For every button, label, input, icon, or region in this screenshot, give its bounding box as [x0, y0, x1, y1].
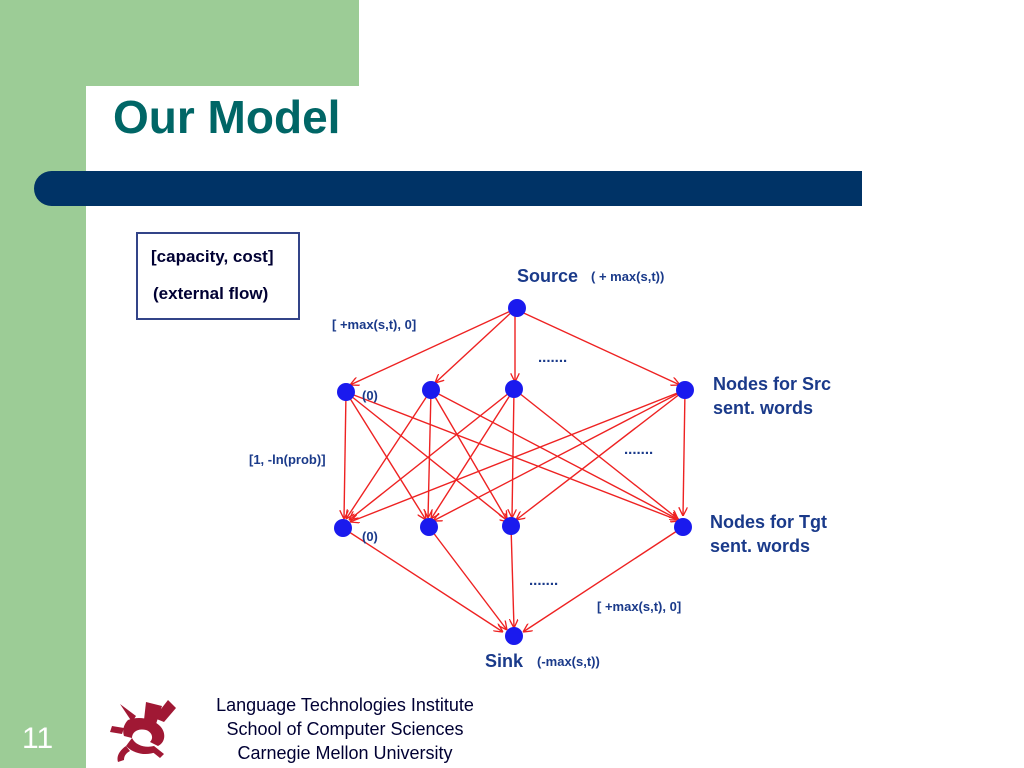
edge: [523, 526, 684, 632]
tgt-nodes-label-line1: Nodes for Tgt: [710, 512, 827, 532]
src-node: [422, 381, 440, 399]
page-number: 11: [22, 722, 54, 755]
edge: [349, 388, 515, 520]
edge: [344, 391, 346, 519]
nodes: [334, 299, 694, 645]
ellipsis-middle: .......: [624, 441, 653, 458]
edge: [511, 525, 514, 628]
ellipsis-tgt: .......: [529, 572, 558, 589]
edge: [346, 389, 432, 519]
footer-line-3: Carnegie Mellon University: [237, 743, 453, 763]
tgt-nodes-label-line2: sent. words: [710, 536, 810, 556]
sidebar-background: [0, 0, 86, 768]
edge: [516, 389, 686, 520]
tgt-node: [674, 518, 692, 536]
footer-institution: Language Technologies Institute School o…: [190, 693, 500, 765]
sink-flow-label: (-max(s,t)): [537, 654, 600, 669]
sink-node: [505, 627, 523, 645]
edge: [428, 389, 431, 518]
dragon-icon: [110, 700, 176, 762]
edge: [514, 308, 680, 385]
edge: [342, 527, 503, 632]
slide-title: Our Model: [113, 91, 341, 143]
ellipsis-src: .......: [538, 349, 567, 366]
edge: [512, 388, 514, 518]
source-edge-label: [ +max(s,t), 0]: [332, 317, 416, 332]
src-node: [337, 383, 355, 401]
tgt-node: [502, 517, 520, 535]
edge: [430, 389, 679, 520]
edge: [683, 389, 685, 516]
src-node: [676, 381, 694, 399]
src-node: [505, 380, 523, 398]
src-nodes-label-line2: sent. words: [713, 398, 813, 418]
edge: [428, 526, 507, 630]
edge: [433, 389, 686, 521]
source-edges: [350, 308, 680, 385]
source-node: [508, 299, 526, 317]
edge: [513, 388, 678, 519]
legend-capacity-cost: [capacity, cost]: [151, 247, 274, 266]
tgt-node: [334, 519, 352, 537]
middle-edge-label: [1, -ln(prob)]: [249, 452, 326, 467]
alignment-edges: [344, 388, 686, 522]
edge: [435, 308, 516, 383]
footer-line-1: Language Technologies Institute: [216, 695, 474, 715]
source-flow-label: ( + max(s,t)): [591, 269, 664, 284]
sink-edges: [342, 525, 684, 632]
source-label: Source: [517, 266, 578, 286]
edge: [431, 388, 515, 519]
edge: [430, 389, 507, 520]
legend-box: [136, 232, 300, 320]
edge: [350, 389, 686, 522]
tgt-flow-label: (0): [362, 529, 378, 544]
tgt-node: [420, 518, 438, 536]
sink-label: Sink: [485, 651, 524, 671]
legend-external-flow: (external flow): [153, 284, 268, 303]
src-flow-label: (0): [362, 388, 378, 403]
title-underline-bar: [34, 171, 862, 206]
edge: [350, 308, 516, 385]
src-nodes-label-line1: Nodes for Src: [713, 374, 831, 394]
edge: [345, 391, 426, 520]
footer-line-2: School of Computer Sciences: [226, 719, 464, 739]
top-band-background: [86, 0, 359, 86]
sink-edge-label: [ +max(s,t), 0]: [597, 599, 681, 614]
